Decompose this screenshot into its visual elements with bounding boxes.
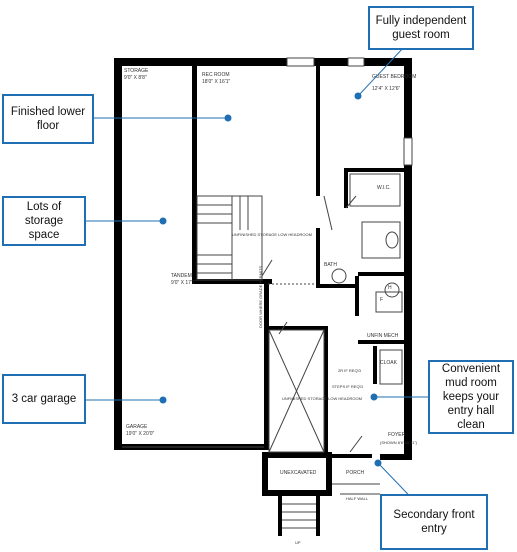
label-unexcavated: UNEXCAVATED <box>280 470 317 476</box>
callout-front-entry: Secondary front entry <box>380 494 488 550</box>
label-steps-note: 2R IF REQ'D <box>338 368 361 373</box>
label-tandem: TANDEM <box>171 273 192 279</box>
label-storage: STORAGE <box>124 68 149 74</box>
label-unfin-mech: UNFIN MECH <box>367 333 399 339</box>
label-tandem-dim: 9'0" X 17'7" <box>171 280 197 286</box>
label-unfinished-storage-2: UNFINISHED STORAGE LOW HEADROOM <box>282 396 362 401</box>
label-foyer-dim: (SHOWN 8'6"X5'11") <box>380 440 418 445</box>
label-rec-room: REC ROOM <box>202 72 230 78</box>
label-unfinished-storage-1: UNFINISHED STORAGE LOW HEADROOM <box>232 232 312 237</box>
label-door-note: DOOR WHERE GRADE PERMITS <box>258 265 263 328</box>
callout-guest-room: Fully independent guest room <box>368 6 474 50</box>
label-h: H <box>388 285 392 291</box>
walls <box>114 58 412 536</box>
label-steps-note-2: STEPS IF REQ'D <box>332 384 363 389</box>
label-bath: BATH <box>324 262 337 268</box>
callout-garage: 3 car garage <box>2 374 86 424</box>
label-f: F <box>380 297 383 303</box>
callout-storage-space: Lots of storage space <box>2 196 86 246</box>
label-up: UP <box>295 540 301 545</box>
label-guest-bedroom-dim: 12'4" X 12'6" <box>372 86 400 92</box>
callout-mud-room: Convenient mud room keeps your entry hal… <box>428 360 514 434</box>
label-garage: GARAGE <box>126 424 148 430</box>
thin-lines <box>122 57 413 529</box>
label-storage-dim: 9'0" X 8'8" <box>124 75 147 81</box>
label-foyer: FOYER <box>388 432 406 438</box>
label-cloak: CLOAK <box>380 360 398 366</box>
label-half-wall: HALF WALL <box>346 496 369 501</box>
label-garage-dim: 19'0" X 20'0" <box>126 431 154 437</box>
label-guest-bedroom: GUEST BEDROOM <box>372 74 416 80</box>
label-wic: W.I.C. <box>377 185 391 191</box>
callout-finished-lower-floor: Finished lower floor <box>2 94 94 144</box>
label-rec-room-dim: 18'0" X 16'1" <box>202 79 230 85</box>
label-porch: PORCH <box>346 470 364 476</box>
